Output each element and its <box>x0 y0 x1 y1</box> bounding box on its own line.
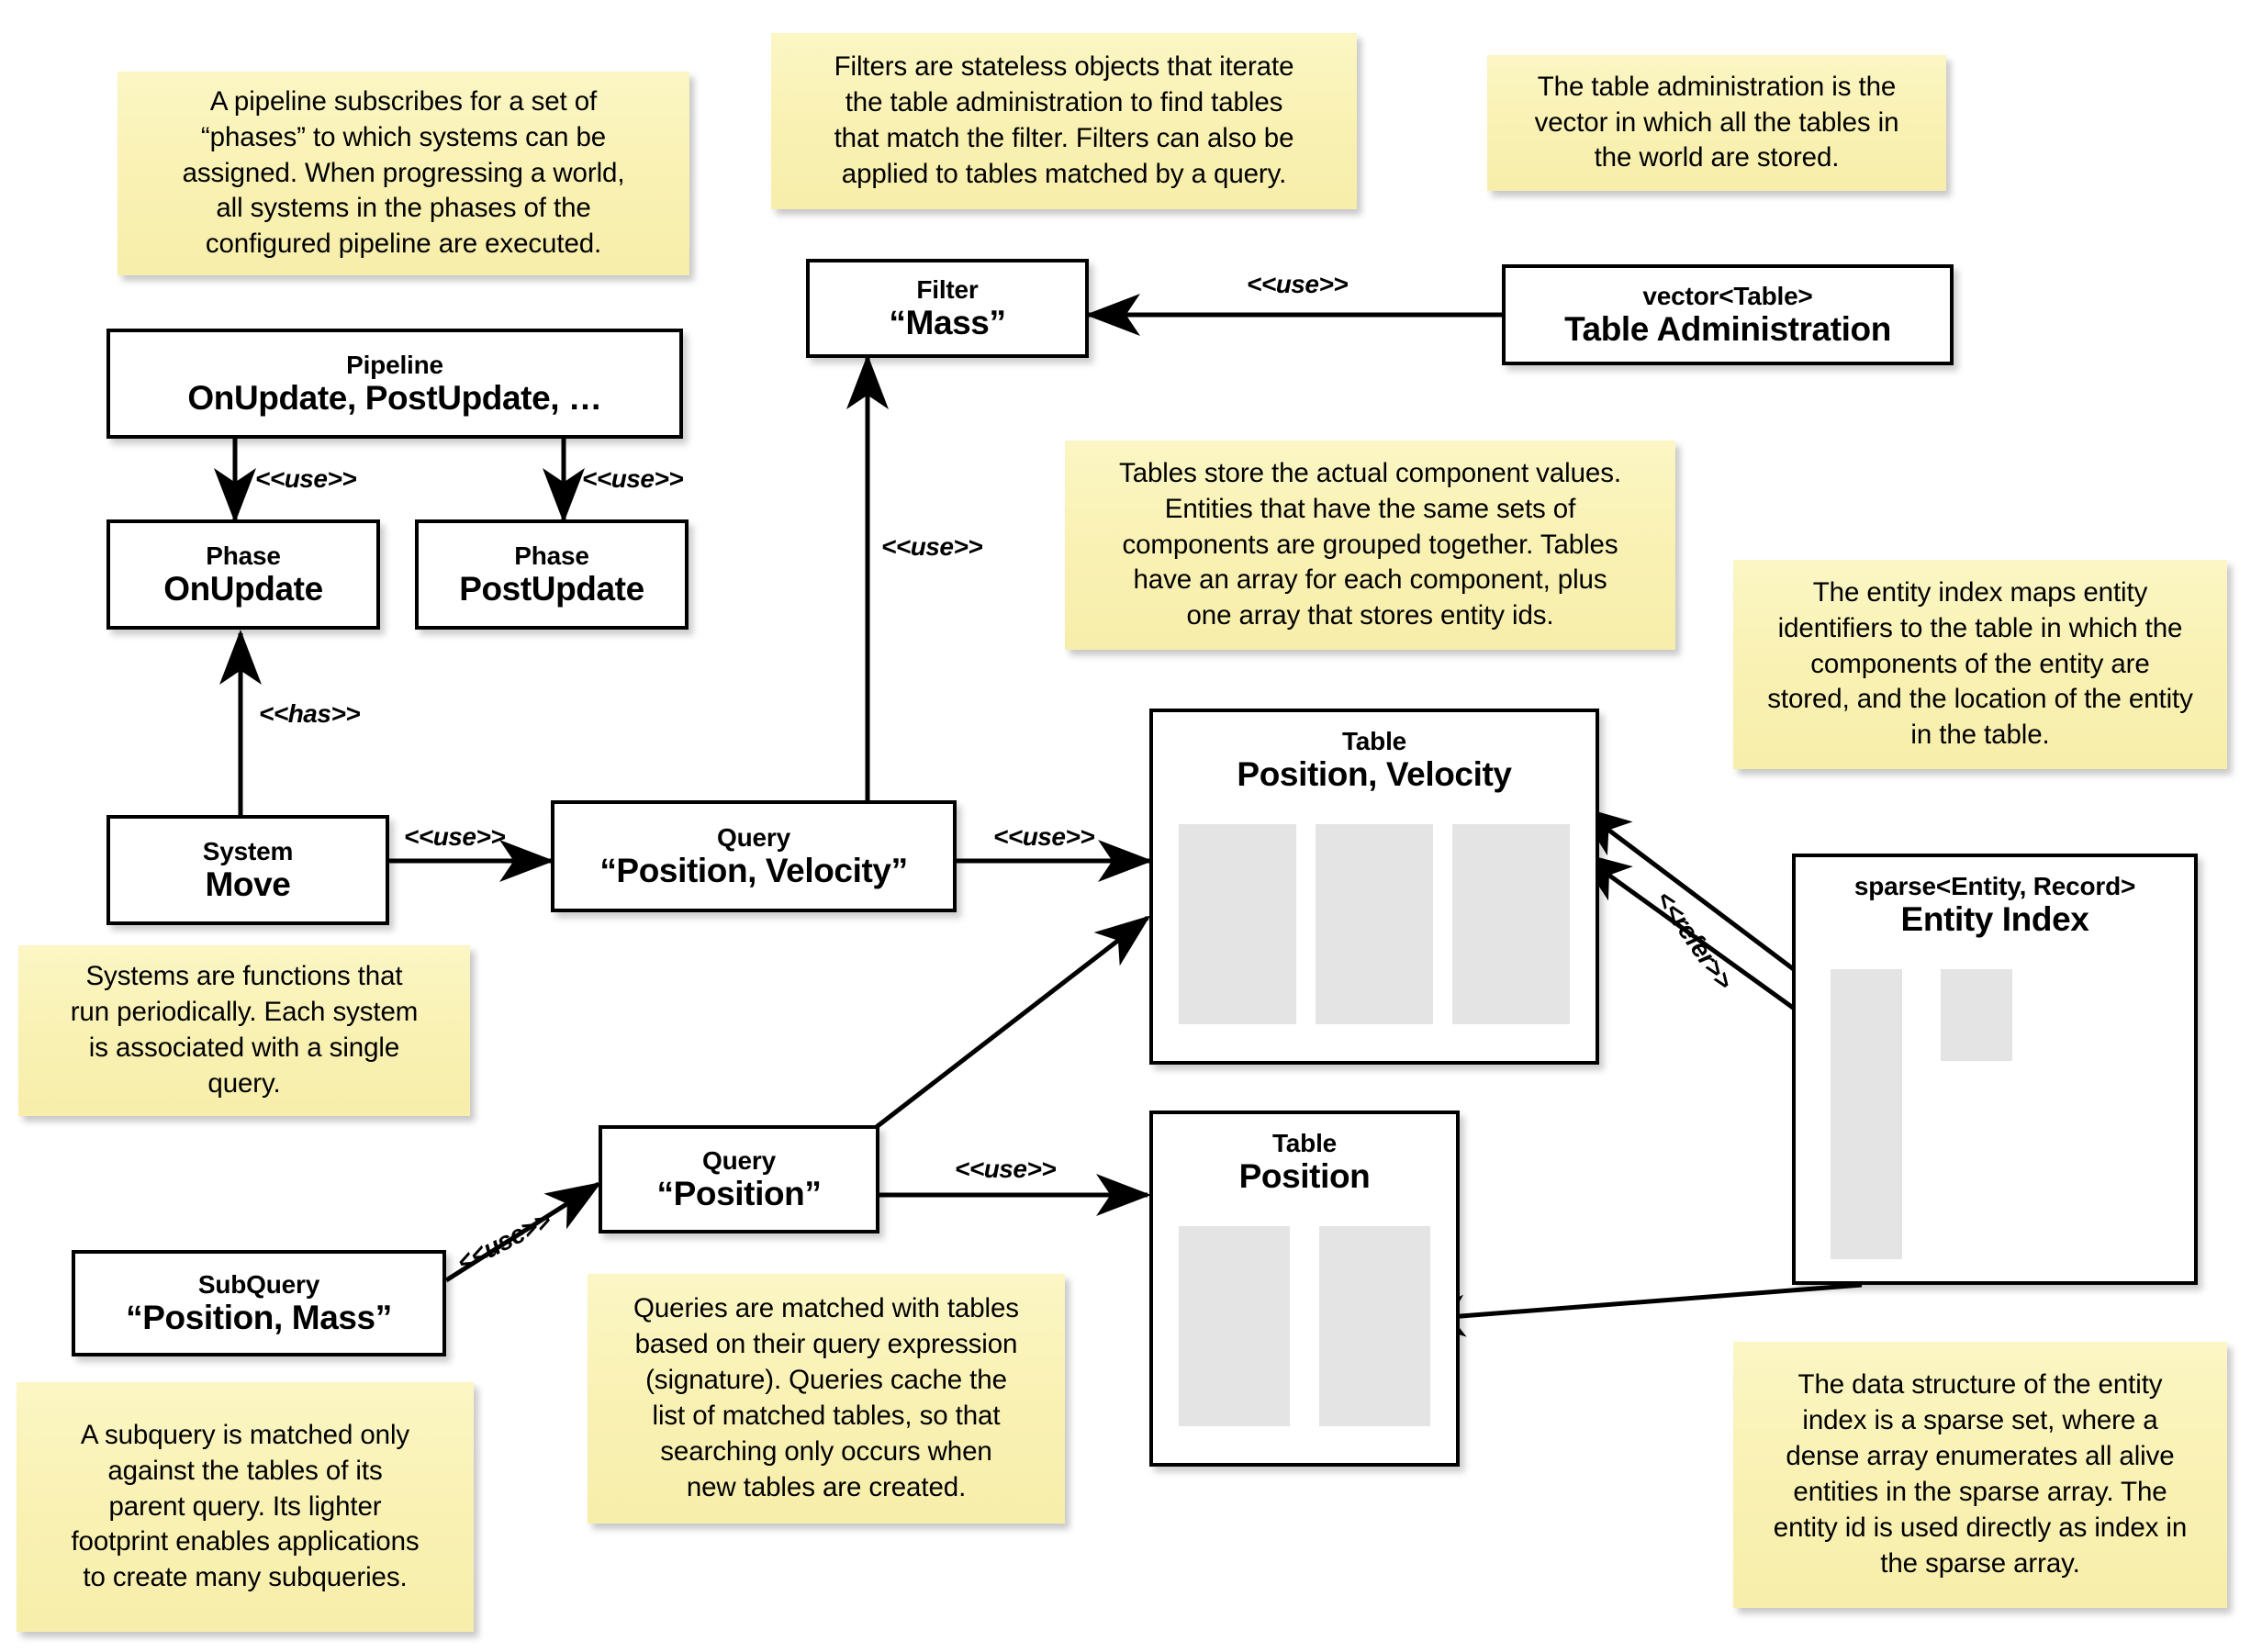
edge-label-query-filter-use: <<use>> <box>881 532 983 561</box>
box-query-pv-stereotype: Query <box>717 822 790 852</box>
box-subquery-stereotype: SubQuery <box>197 1269 320 1299</box>
box-phase-onupdate-name: OnUpdate <box>163 569 323 608</box>
box-entity-index[interactable]: sparse<Entity, Record> Entity Index <box>1792 854 2198 1285</box>
box-table-pv-stereotype: Table <box>1341 727 1407 755</box>
box-filter-name: “Mass” <box>889 303 1006 341</box>
note-tables: Tables store the actual component values… <box>1065 441 1675 650</box>
note-systems: Systems are functions that run periodica… <box>18 945 470 1116</box>
box-phase-onupdate[interactable]: Phase OnUpdate <box>106 519 380 630</box>
box-subquery-name: “Position, Mass” <box>126 1298 392 1336</box>
box-query-p-name: “Position” <box>656 1174 822 1212</box>
edge-label-tableadmin-filter-use: <<use>> <box>1247 270 1349 298</box>
edge-label-subquery-query-use: <<use>> <box>452 1205 555 1278</box>
table-pv-columns <box>1179 824 1570 1024</box>
box-table-admin-name: Table Administration <box>1564 309 1891 348</box>
box-query-position-velocity[interactable]: Query “Position, Velocity” <box>551 800 957 912</box>
box-pipeline-name: OnUpdate, PostUpdate, … <box>187 378 602 417</box>
note-table-admin: The table administration is the vector i… <box>1487 55 1946 191</box>
box-table-pv-name: Position, Velocity <box>1237 755 1512 794</box>
entity-index-sparse-array <box>1831 969 1902 1259</box>
box-query-p-stereotype: Query <box>702 1145 776 1175</box>
box-filter-stereotype: Filter <box>916 274 979 304</box>
entity-index-dense-array <box>1941 969 2012 1061</box>
box-query-pv-name: “Position, Velocity” <box>599 851 908 889</box>
note-subquery: A subquery is matched only against the t… <box>17 1382 474 1632</box>
note-filter: Filters are stateless objects that itera… <box>771 33 1357 209</box>
note-pipeline: A pipeline subscribes for a set of “phas… <box>118 72 689 275</box>
edge-query-p-to-table-pv <box>872 915 1151 1131</box>
edge-label-pipeline-onupdate-use: <<use>> <box>255 464 357 493</box>
box-pipeline-stereotype: Pipeline <box>346 350 443 379</box>
table-p-column-entity-ids <box>1179 1226 1290 1426</box>
box-table-p-stereotype: Table <box>1271 1129 1338 1157</box>
table-pv-column-position <box>1316 824 1433 1024</box>
box-pipeline[interactable]: Pipeline OnUpdate, PostUpdate, … <box>106 329 683 439</box>
edge-label-query-p-table-use: <<use>> <box>955 1155 1057 1183</box>
box-table-position-velocity[interactable]: Table Position, Velocity <box>1149 709 1599 1065</box>
box-table-administration[interactable]: vector<Table> Table Administration <box>1502 264 1954 365</box>
edge-label-move-query-use: <<use>> <box>404 822 506 851</box>
box-subquery-position-mass[interactable]: SubQuery “Position, Mass” <box>72 1250 446 1356</box>
box-system-move[interactable]: System Move <box>106 815 389 925</box>
box-phase-postupdate[interactable]: Phase PostUpdate <box>415 519 689 630</box>
edge-label-query-pv-table-use: <<use>> <box>993 822 1095 851</box>
edge-entityindex-to-table-p <box>1410 1282 1863 1337</box>
box-table-position[interactable]: Table Position <box>1149 1111 1460 1467</box>
box-phase-postupdate-stereotype: Phase <box>514 541 589 570</box>
box-phase-onupdate-stereotype: Phase <box>206 541 281 570</box>
box-filter-mass[interactable]: Filter “Mass” <box>806 259 1089 358</box>
table-p-column-position <box>1319 1226 1430 1426</box>
edge-label-move-onupdate-has: <<has>> <box>259 699 361 728</box>
note-sparse-set: The data structure of the entity index i… <box>1733 1342 2227 1608</box>
note-entity-index: The entity index maps entity identifiers… <box>1733 560 2227 769</box>
edge-label-entityindex-refer: <<refer>> <box>1650 885 1739 995</box>
box-table-p-name: Position <box>1238 1157 1371 1196</box>
table-pv-column-velocity <box>1452 824 1570 1024</box>
note-queries: Queries are matched with tables based on… <box>588 1274 1065 1524</box>
box-entity-index-stereotype: sparse<Entity, Record> <box>1853 872 2136 900</box>
box-table-admin-stereotype: vector<Table> <box>1642 281 1813 310</box>
box-phase-postupdate-name: PostUpdate <box>459 569 644 608</box>
edge-label-pipeline-postupdate-use: <<use>> <box>582 464 684 493</box>
table-pv-column-entity-ids <box>1179 824 1296 1024</box>
box-query-position[interactable]: Query “Position” <box>599 1125 879 1233</box>
box-system-move-stereotype: System <box>202 836 294 865</box>
table-p-columns <box>1179 1226 1430 1426</box>
box-entity-index-name: Entity Index <box>1900 900 2089 939</box>
box-system-move-name: Move <box>205 865 291 903</box>
